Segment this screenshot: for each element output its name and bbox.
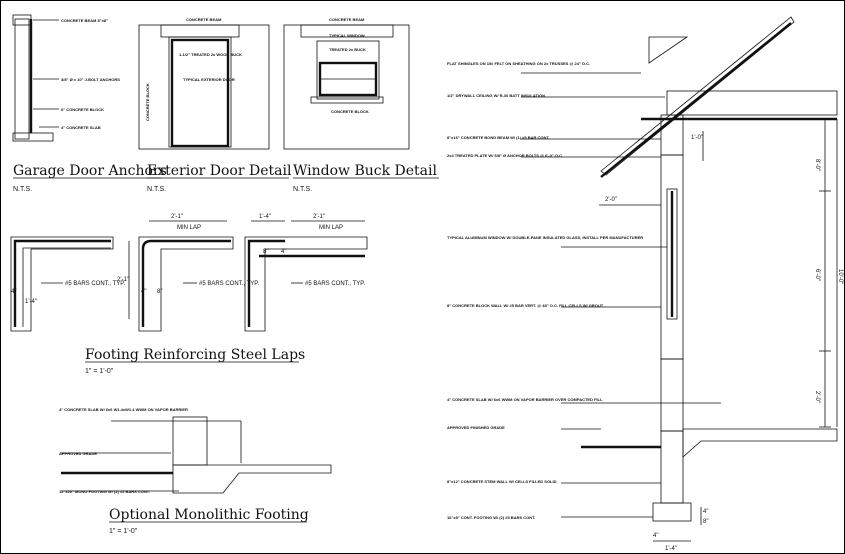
section-dim: 6'-0"	[814, 269, 820, 281]
section-dim: 4"	[653, 533, 658, 539]
section-note: 4" CONCRETE SLAB W/ 6x6 WWM ON VAPOR BAR…	[447, 397, 603, 402]
window-note: CONCRETE BEAM	[329, 17, 365, 22]
exterior-note: CONCRETE BEAM	[186, 17, 222, 22]
scale-window: N.T.S.	[293, 186, 312, 193]
section-note: 8"x12" CONCRETE STEM WALL W/ CELLS FILLE…	[447, 479, 557, 484]
title-exterior-door-detail: Exterior Door Detail	[147, 163, 292, 179]
window-note: CONCRETE BLOCK	[331, 109, 369, 114]
section-note: 8" CONCRETE BLOCK WALL W/ #5 BAR VERT. @…	[447, 303, 604, 308]
lap-min: MIN LAP	[319, 225, 343, 231]
title-monolithic-footing: Optional Monolithic Footing	[109, 507, 309, 523]
exterior-door-detail: CONCRETE BEAM 1-1/2" TREATED 2x WOOD BUC…	[138, 17, 270, 150]
mono-note: 12"x20" MONO FOOTING W/ (2) #5 BARS CONT…	[59, 489, 150, 494]
lap-dim: 4"	[281, 249, 286, 255]
window-note: TREATED 2x BUCK	[329, 47, 366, 52]
title-footing-laps: Footing Reinforcing Steel Laps	[85, 347, 305, 363]
scale-monolithic: 1" = 1'-0"	[109, 528, 138, 535]
lap-dim: 2'-1"	[313, 214, 325, 220]
wall-section-detail: 8'-0" 6'-0" 10'-0" 2'-0" 1'-0" 2'-0" 4" …	[447, 16, 843, 552]
lap-dim: 8"	[157, 289, 162, 295]
monolithic-footing-detail: 4" CONCRETE SLAB W/ 6x6 W1.4xW1.4 WWM ON…	[59, 407, 332, 494]
section-dim: 8"	[703, 519, 708, 525]
section-dim: 1'-0"	[691, 135, 703, 141]
window-note: TYPICAL WINDOW	[329, 33, 365, 38]
section-note: APPROVED FINISHED GRADE	[447, 425, 505, 430]
mono-note: 4" CONCRETE SLAB W/ 6x6 W1.4xW1.4 WWM ON…	[59, 407, 188, 412]
lap-min: MIN LAP	[177, 225, 201, 231]
lap-dim: 2'-1"	[117, 277, 129, 283]
lap-bar-note: #5 BARS CONT., TYP.	[305, 281, 365, 287]
section-note: 2x4 TREATED PLATE W/ 5/8" Ø ANCHOR BOLTS…	[447, 153, 563, 158]
garage-note: 4" CONCRETE SLAB	[61, 125, 101, 130]
exterior-note: TYPICAL EXTERIOR DOOR	[183, 77, 235, 82]
exterior-note: 1-1/2" TREATED 2x WOOD BUCK	[179, 52, 242, 57]
garage-note: CONCRETE BEAM 8"x8"	[61, 18, 108, 23]
section-note: 1/2" DRYWALL CEILING W/ R-30 BATT INSULA…	[447, 93, 545, 98]
footing-laps-detail: #5 BARS CONT., TYP. 4" 1'-4" 2'-1" MIN L…	[10, 214, 368, 332]
section-note: FLAT SHINGLES ON 15# FELT ON SHEATHING O…	[447, 61, 590, 66]
section-dim: 1'-4"	[665, 546, 677, 552]
section-dim: 2'-0"	[605, 197, 617, 203]
garage-note: 6" CONCRETE BLOCK	[61, 107, 104, 112]
garage-door-anchors-detail: CONCRETE BEAM 8"x8" 3/8" Ø x 10" J-BOLT …	[12, 14, 120, 142]
window-buck-detail: CONCRETE BEAM TYPICAL WINDOW TREATED 2x …	[283, 17, 410, 150]
scale-exterior: N.T.S.	[147, 186, 166, 193]
lap-dim: 2'-1"	[171, 214, 183, 220]
scale-footing-laps: 1" = 1'-0"	[85, 368, 114, 375]
title-window-buck-detail: Window Buck Detail	[293, 163, 438, 179]
scale-garage: N.T.S.	[13, 186, 32, 193]
section-note: 8"x16" CONCRETE BOND BEAM W/ (1) #5 BAR …	[447, 135, 549, 140]
title-garage-door-anchors: Garage Door Anchors	[13, 163, 167, 179]
lap-dim: 4"	[11, 289, 16, 295]
lap-dim: 4"	[141, 289, 146, 295]
lap-dim: 1'-4"	[259, 214, 271, 220]
section-note: TYPICAL ALUMINUM WINDOW W/ DOUBLE-PANE I…	[447, 235, 643, 240]
lap-bar-note: #5 BARS CONT., TYP.	[199, 281, 259, 287]
section-dim: 4"	[703, 509, 708, 515]
lap-dim: 8"	[263, 249, 268, 255]
section-dim: 2'-0"	[814, 391, 820, 403]
section-dim: 8'-0"	[814, 159, 820, 171]
mono-note: APPROVED GRADE	[59, 451, 97, 456]
garage-note: 3/8" Ø x 10" J-BOLT ANCHORS	[61, 77, 120, 82]
section-dim: 10'-0"	[837, 269, 843, 284]
section-note: 16"x8" CONT. FOOTING W/ (2) #5 BARS CONT…	[447, 515, 535, 520]
lap-dim: 1'-4"	[25, 299, 37, 305]
exterior-note: CONCRETE BLOCK	[145, 83, 150, 121]
lap-bar-note: #5 BARS CONT., TYP.	[65, 281, 125, 287]
